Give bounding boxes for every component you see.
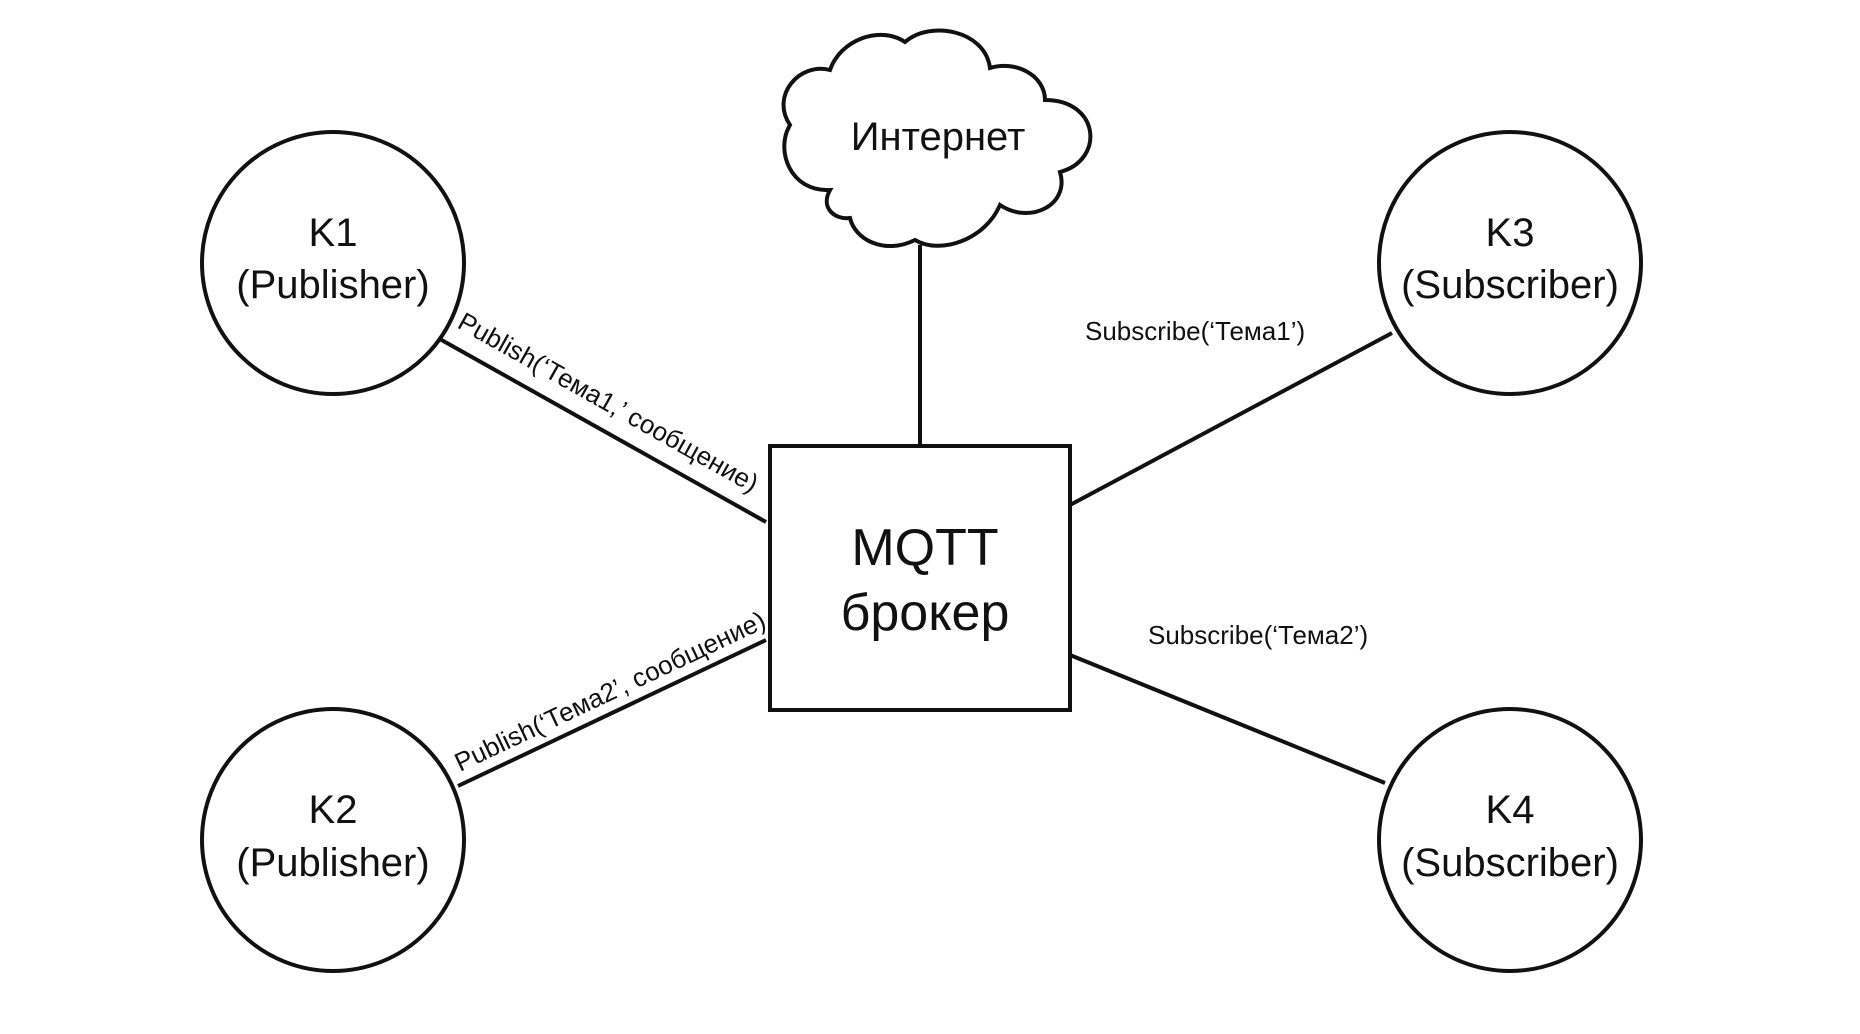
client-k2-name: K2 bbox=[309, 788, 358, 832]
client-k1-name: K1 bbox=[309, 211, 358, 255]
client-k1-node: K1 (Publisher) bbox=[200, 130, 466, 396]
client-k3-name: K3 bbox=[1486, 211, 1535, 255]
client-k4-role: (Subscriber) bbox=[1401, 841, 1619, 885]
client-k2-node: K2 (Publisher) bbox=[200, 707, 466, 973]
edge-k1-broker bbox=[437, 336, 767, 524]
edge-label-k4-subscribe: Subscribe(‘Тема2’) bbox=[1148, 620, 1368, 650]
edge-k2-broker bbox=[457, 638, 767, 788]
edge-k4-broker bbox=[1069, 653, 1386, 785]
client-k4-node: K4 (Subscriber) bbox=[1377, 707, 1643, 973]
client-k4-name: K4 bbox=[1486, 788, 1535, 832]
client-k2-role: (Publisher) bbox=[236, 841, 429, 885]
internet-cloud-icon: Интернет bbox=[781, 28, 1093, 249]
edge-label-k3-subscribe: Subscribe(‘Тема1’) bbox=[1085, 316, 1305, 346]
client-k3-node: K3 (Subscriber) bbox=[1377, 130, 1643, 396]
mqtt-broker-box: MQTT брокер bbox=[768, 444, 1072, 712]
edge-label-k1-publish: Publish(‘Тема1,’ сообщение) bbox=[453, 306, 764, 498]
client-k1-role: (Publisher) bbox=[236, 263, 429, 307]
edge-label-k2-publish: Publish(‘Тема2’, сообщение) bbox=[450, 605, 770, 778]
cloud-label: Интернет bbox=[851, 115, 1026, 159]
client-k3-role: (Subscriber) bbox=[1401, 263, 1619, 307]
broker-subtitle: брокер bbox=[841, 584, 1010, 642]
edge-k3-broker bbox=[1069, 331, 1393, 507]
broker-title: MQTT bbox=[851, 519, 998, 577]
